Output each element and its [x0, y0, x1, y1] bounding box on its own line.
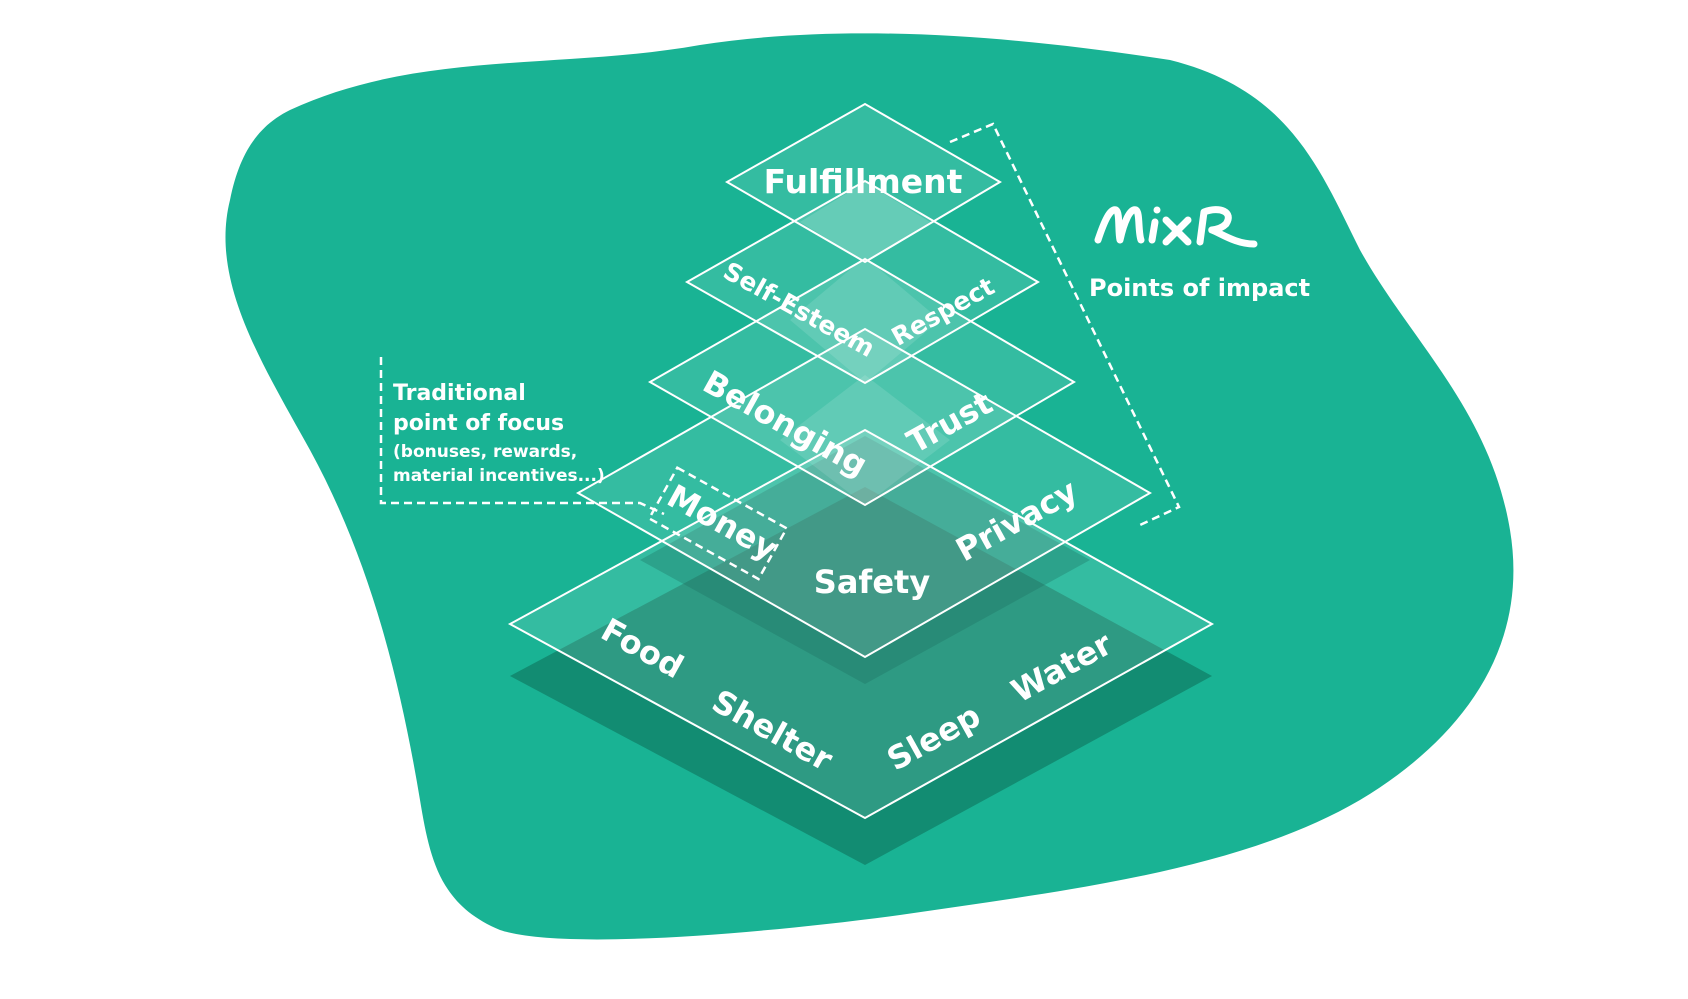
traditional-note-line3: (bonuses, rewards, [393, 442, 577, 462]
level-esteem-layer [684, 179, 1040, 385]
pyramid-highlight-core-3 [780, 375, 950, 505]
pyramid-highlight-core [800, 182, 930, 262]
traditional-note-line2: point of focus [393, 411, 564, 436]
traditional-focus-bracket [379, 357, 665, 516]
mixr-logo [1094, 206, 1258, 248]
pyramid-highlight-core-2 [790, 257, 940, 383]
background-blob [225, 33, 1514, 940]
points-of-impact-caption: Points of impact [1089, 274, 1310, 302]
label-safety: Safety [814, 563, 931, 601]
level-physiological-layer [507, 428, 1215, 820]
base-shadow [510, 487, 1212, 865]
label-fulfillment: Fulfillment [764, 162, 963, 201]
pyramid-core-shadow [640, 436, 1090, 684]
level-safety-layer [575, 327, 1153, 659]
traditional-note-line4: material incentives...) [393, 466, 605, 486]
traditional-note-line1: Traditional [393, 381, 526, 406]
level-fulfillment-layer [724, 102, 1002, 264]
